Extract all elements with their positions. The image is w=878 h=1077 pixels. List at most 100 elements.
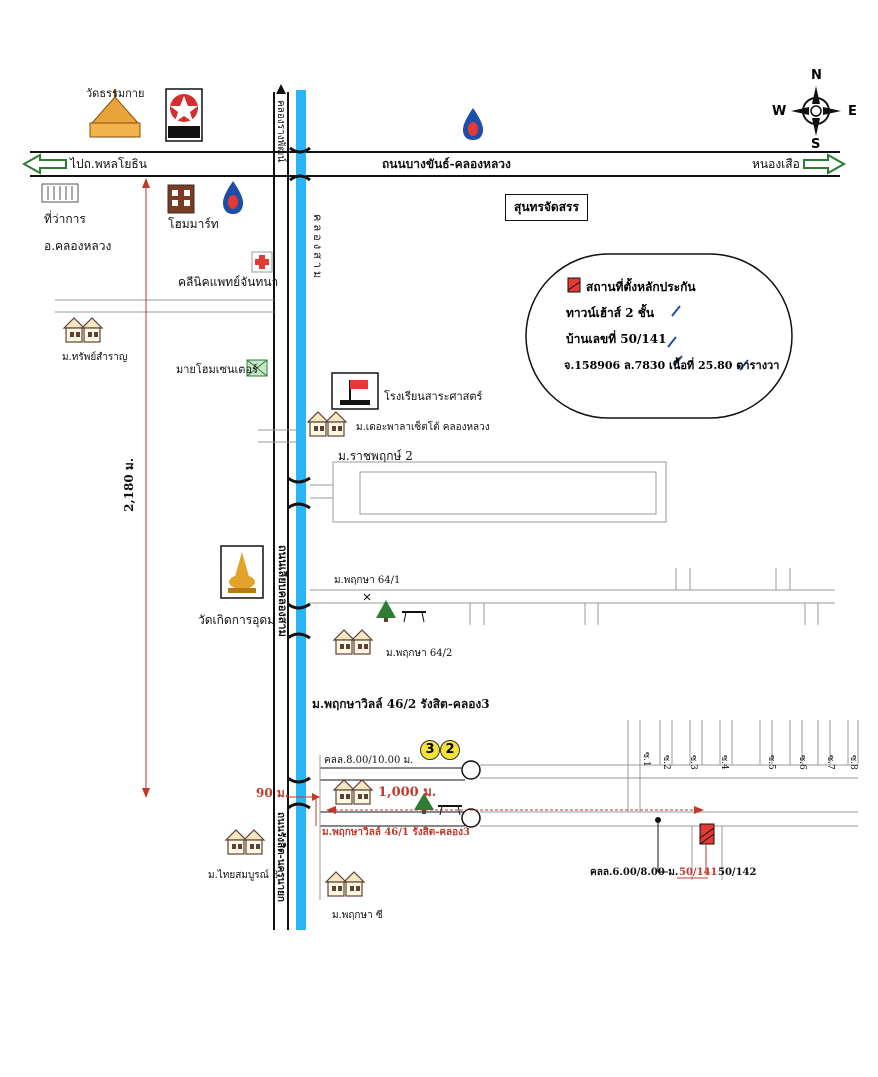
canal: [296, 90, 306, 930]
legend-marker-icon: [567, 277, 581, 293]
house-icon: [62, 317, 104, 343]
legend-line-3: บ้านเลขที่ 50/141: [566, 332, 667, 346]
bridge-2: [289, 174, 311, 182]
check-mark-3-icon: [673, 355, 683, 367]
soi-label-5: ซ.5: [766, 755, 776, 770]
clinic-label: คลีนิคแพทย์จันทนา: [178, 275, 279, 289]
house-icon: [332, 629, 374, 655]
clinic-cross-icon: [251, 251, 273, 273]
roundabout-1: [461, 760, 481, 780]
soi-label-2: ซ.2: [661, 755, 671, 770]
temple-top-label: วัดธรรมกาย: [86, 87, 145, 100]
school-label: โรงเรียนสาระศาสตร์: [384, 390, 483, 403]
caltex-logo-icon: [165, 88, 203, 142]
legend-line-1: สถานที่ตั้งหลักประกัน: [586, 280, 696, 294]
bridge-4: [287, 502, 311, 510]
rajapruk-inner: [359, 471, 657, 515]
compass-s-label: S: [811, 137, 821, 152]
arrow-north-icon: [276, 84, 286, 94]
soi-label-1: ซ.1: [641, 752, 651, 767]
tree-icon-2: [414, 793, 462, 816]
badge-a: 3: [420, 740, 440, 760]
soi-label-8: ซ.8: [848, 755, 858, 770]
bridge-6: [287, 632, 311, 640]
check-mark-1-icon: [671, 305, 681, 317]
distance-1000-label: 1,000 ม.: [378, 785, 437, 800]
fuel-station-icon-2: [222, 181, 244, 214]
target-house-icon: [699, 823, 715, 845]
soi-label-6: ซ.6: [797, 755, 807, 770]
bridge-1: [289, 146, 311, 154]
village-palace-label: ม.เดอะพาลาเซ็ตโต้ คลองหลวง: [356, 422, 490, 433]
bridge-5: [287, 602, 311, 610]
district-office-label-1: ที่ว่าการ: [44, 212, 86, 226]
temple-mid-label: วัดเกิดการอุดม: [198, 613, 276, 627]
canal-label: คลองสาม: [311, 214, 324, 282]
check-mark-2-icon: [667, 336, 677, 348]
vertical-road-top-label: คลองรางพัฒน์: [275, 100, 286, 163]
mini-home-label: มายโฮมเซนเตอร์: [176, 363, 258, 376]
distance-90-label: 90 ม.: [256, 786, 289, 800]
soi-grid: [627, 720, 859, 880]
pruksa-soi-group: [469, 568, 819, 625]
main-road-label: ถนนบางขันธ์-คลองหลวง: [382, 157, 511, 171]
neighbor-house-number: 50/142: [718, 867, 757, 878]
arrow-east-icon: [803, 153, 847, 175]
bridge-7: [287, 776, 311, 784]
mini-home-center-icon: [246, 359, 268, 377]
soi-1-label: คลล.8.00/10.00 ม.: [324, 755, 414, 766]
legend-ellipse: [525, 253, 793, 419]
rajapruk-label: ม.ราชพฤกษ์ 2: [338, 449, 413, 463]
distance-1000-arrow-right-icon: [694, 806, 704, 814]
temple-top-icon: [89, 89, 141, 138]
distance-vertical-label: 2,180 ม.: [122, 458, 136, 512]
arrow-west-icon: [21, 153, 67, 175]
legend-line-2: ทาวน์เฮ้าส์ 2 ชั้น: [566, 306, 655, 320]
pruksa-641-label: ม.พฤกษา 64/1: [334, 575, 401, 586]
roundabout-2: [461, 808, 481, 828]
compass-w-label: W: [772, 104, 787, 119]
to-west-label: ไปถ.พหลโยธิน: [70, 157, 147, 171]
bridge-8: [287, 802, 311, 810]
distance-arrow-down-icon: [142, 788, 150, 798]
soi-label-4: ซ.4: [719, 755, 729, 770]
district-office-icon: [41, 183, 79, 203]
pruksa-641-marker: [363, 593, 371, 601]
soi-label-7: ซ.7: [825, 755, 835, 770]
pruksa-642-label: ม.พฤกษา 64/2: [386, 648, 453, 659]
compass-icon: [791, 86, 841, 136]
soi-label-3: ซ.3: [688, 755, 698, 770]
district-office-label-2: อ.คลองหลวง: [44, 239, 112, 253]
distance-1000-arrow-left-icon: [326, 806, 336, 814]
supermarket-label: สุนทรจัดสรร: [505, 194, 588, 221]
soi-2-label: คลล.6.00/8.00 ม.: [590, 867, 679, 878]
compass-e-label: E: [848, 104, 857, 119]
house-icon: [332, 779, 374, 805]
vertical-road-bottom-label: ถนนรังสิต-นครนายก: [275, 812, 286, 902]
tree-icon-1: [376, 600, 426, 623]
house-icon: [306, 411, 348, 437]
rajapruk-outer: [332, 461, 667, 523]
vertical-road-mid-label: ถนนเลียบคลองสาม: [276, 545, 289, 637]
homemart-icon: [167, 184, 195, 214]
legend-line-4: จ.158906 ล.7830 เนื้อที่ 25.80 ตารางวา: [564, 359, 780, 372]
target-hatch-1: [699, 827, 715, 839]
bridge-3: [287, 476, 311, 484]
to-east-label: หนองเสือ: [752, 157, 800, 171]
moo-sapcharoen-label: ม.ทรัพย์สำราญ: [62, 352, 128, 363]
house-icon: [324, 871, 366, 897]
target-house-number: 50/141: [679, 867, 718, 878]
badge-b: 2: [440, 740, 460, 760]
village-houses: [62, 317, 374, 897]
school-icon: [331, 372, 379, 410]
pruksa-c-label: ม.พฤกษา ซี: [332, 910, 383, 921]
pruksa-villa-461-label: ม.พฤกษาวิลล์ 46/1 รังสิต-คลอง3: [322, 827, 471, 838]
target-hatch-2: [699, 833, 715, 845]
compass-n-label: N: [811, 68, 822, 83]
fuel-station-icon-1: [462, 108, 484, 140]
thai-sombun-label: ม.ไทยสมบูรณ์ 3: [208, 870, 279, 881]
homemart-label: โฮมมาร์ท: [168, 217, 219, 231]
distance-arrow-up-icon: [142, 178, 150, 188]
temple-mid-icon: [220, 545, 264, 599]
